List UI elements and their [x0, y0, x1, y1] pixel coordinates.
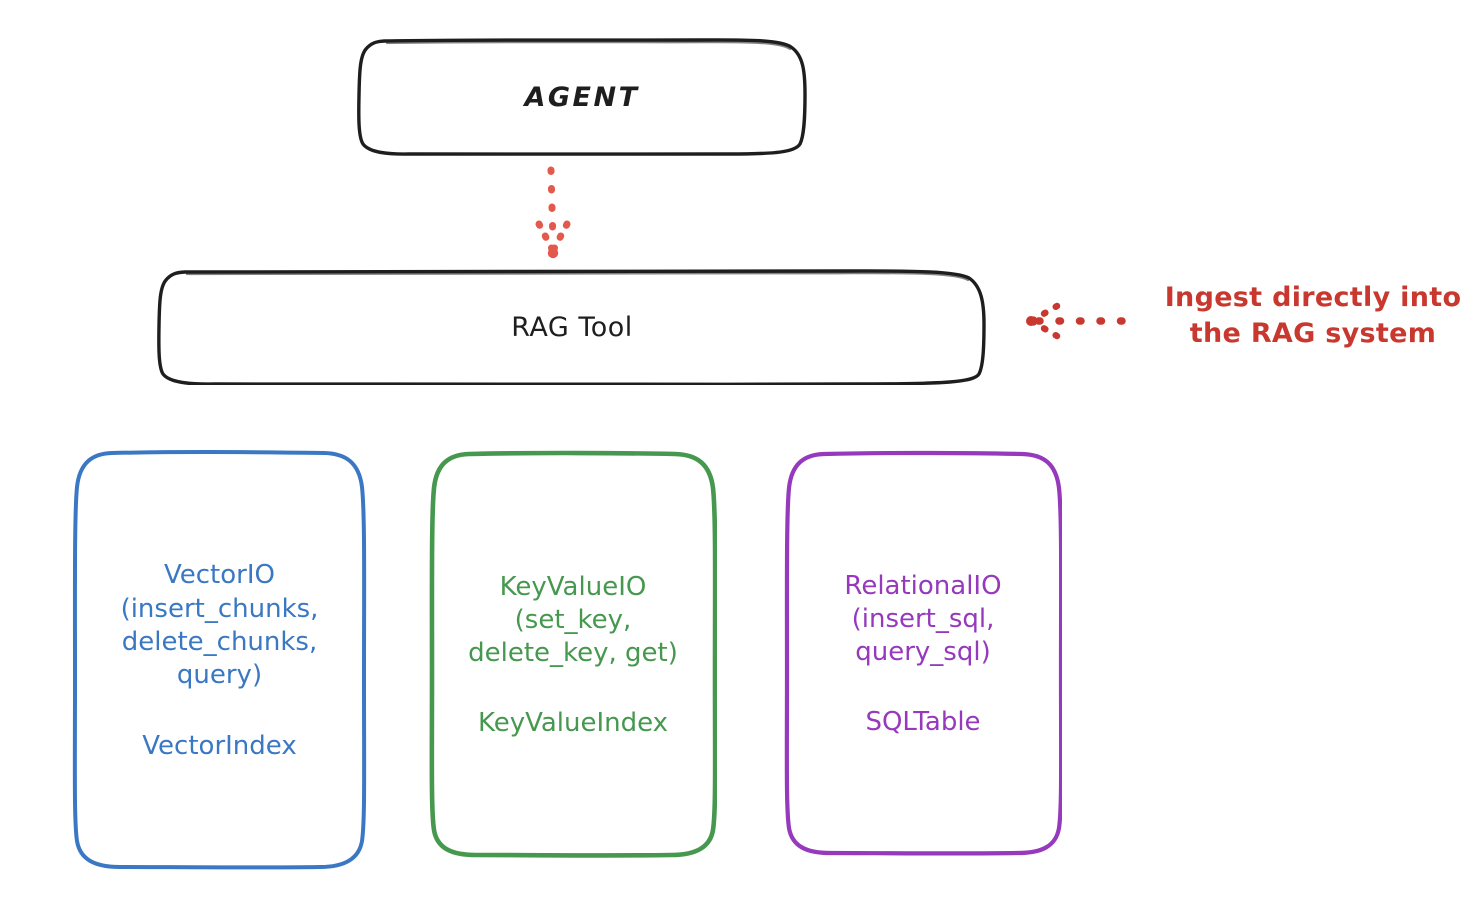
node-vector-io[interactable]: VectorIO (insert_chunks, delete_chunks, … [72, 449, 367, 871]
key-value-io-title: KeyValueIO (set_key, delete_key, get) [468, 571, 678, 669]
relational-io-index: SQLTable [865, 707, 981, 738]
relational-io-title: RelationalIO (insert_sql, query_sql) [844, 570, 1002, 668]
connector-ingest-to-rag-tool [1026, 302, 1126, 340]
node-relational-io[interactable]: RelationalIO (insert_sql, query_sql) SQL… [784, 450, 1062, 857]
rag-tool-label: RAG Tool [511, 311, 633, 343]
annotation-ingest-note: Ingest directly into the RAG system [1164, 282, 1462, 350]
node-agent[interactable]: AGENT [357, 38, 807, 156]
node-rag-tool[interactable]: RAG Tool [157, 269, 987, 385]
agent-label: AGENT [524, 81, 640, 113]
node-key-value-io[interactable]: KeyValueIO (set_key, delete_key, get) Ke… [429, 450, 717, 859]
connector-agent-to-rag-tool [535, 166, 571, 259]
vector-io-title: VectorIO (insert_chunks, delete_chunks, … [120, 560, 319, 691]
vector-io-index: VectorIndex [142, 730, 297, 761]
key-value-io-index: KeyValueIndex [477, 708, 669, 739]
